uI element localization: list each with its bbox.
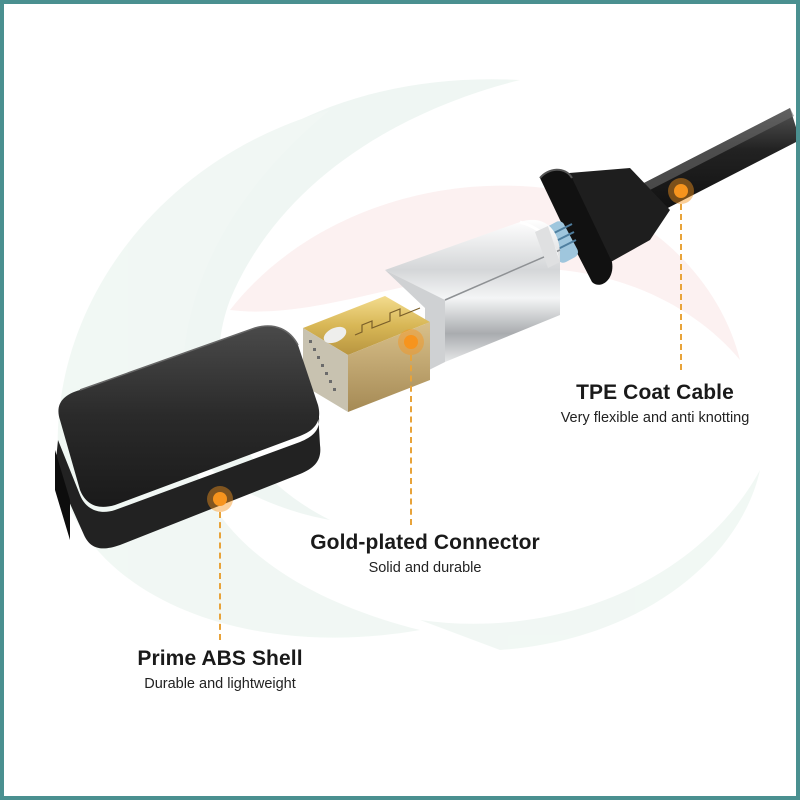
tpe-coat-cable-leader-line	[680, 204, 682, 370]
feature-title: Gold-plated Connector	[310, 531, 540, 554]
feature-subtitle: Solid and durable	[368, 560, 482, 576]
black-abs-shell-cap	[55, 325, 321, 549]
prime-abs-shell-leader-line	[219, 512, 221, 640]
feature-title: Prime ABS Shell	[137, 647, 303, 670]
feature-subtitle: Durable and lightweight	[144, 676, 296, 692]
prime-abs-shell-marker-icon[interactable]	[207, 486, 233, 512]
cable-strain-relief	[539, 168, 670, 285]
feature-subtitle: Very flexible and anti knotting	[560, 410, 750, 426]
feature-title: TPE Coat Cable	[576, 381, 734, 404]
feature-callout-gold-plated-connector: Gold-plated Connector Solid and durable	[285, 531, 565, 576]
gold-plated-connector-marker-icon[interactable]	[398, 329, 424, 355]
feature-callout-prime-abs-shell: Prime ABS Shell Durable and lightweight	[110, 647, 330, 692]
gold-plated-connector-leader-line	[410, 355, 412, 525]
feature-callout-tpe-coat-cable: TPE Coat Cable Very flexible and anti kn…	[520, 381, 790, 426]
tpe-coat-cable-marker-icon[interactable]	[668, 178, 694, 204]
